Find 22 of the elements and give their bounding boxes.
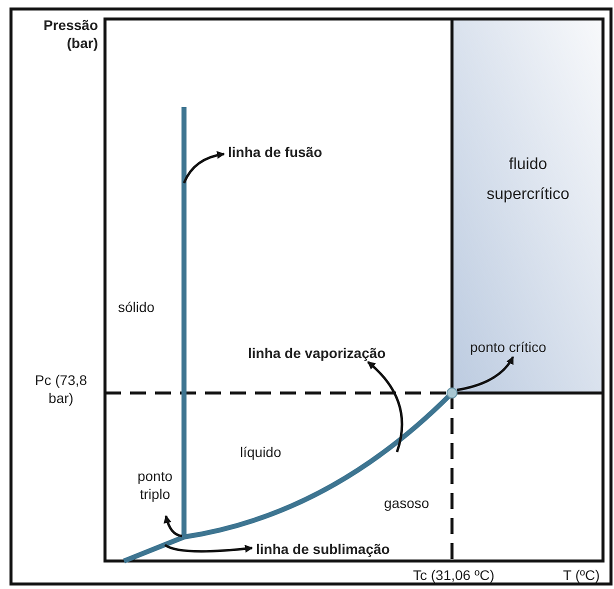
axis-value-label: Tc (31,06 ºC) — [413, 566, 494, 584]
leader-arrow — [182, 151, 225, 184]
vaporization-curve — [184, 392, 453, 540]
leader-label: ponto crítico — [470, 338, 590, 356]
leader-arrow — [164, 544, 253, 553]
region-label: sólido — [118, 298, 155, 316]
leader-arrow — [164, 515, 182, 538]
sublimation-curve — [123, 534, 185, 564]
region-label: gasoso — [384, 494, 430, 512]
critical-point-dot — [446, 388, 458, 398]
region-label: líquido — [240, 443, 282, 461]
leader-arrow — [456, 356, 514, 392]
fusion-curve — [182, 107, 186, 538]
leader-label: linha de sublimação — [256, 540, 390, 558]
axis-value-label: Pc (73,8 bar) — [34, 371, 88, 407]
leader-label: linha de fusão — [228, 143, 322, 161]
leader-arrow — [367, 361, 404, 452]
axis-title: T (ºC) — [563, 566, 600, 584]
region-label: fluido supercrítico — [486, 155, 570, 205]
axis-title: Pressão (bar) — [42, 16, 98, 52]
leader-label: linha de vaporização — [248, 344, 386, 362]
leader-label: ponto triplo — [130, 467, 180, 503]
